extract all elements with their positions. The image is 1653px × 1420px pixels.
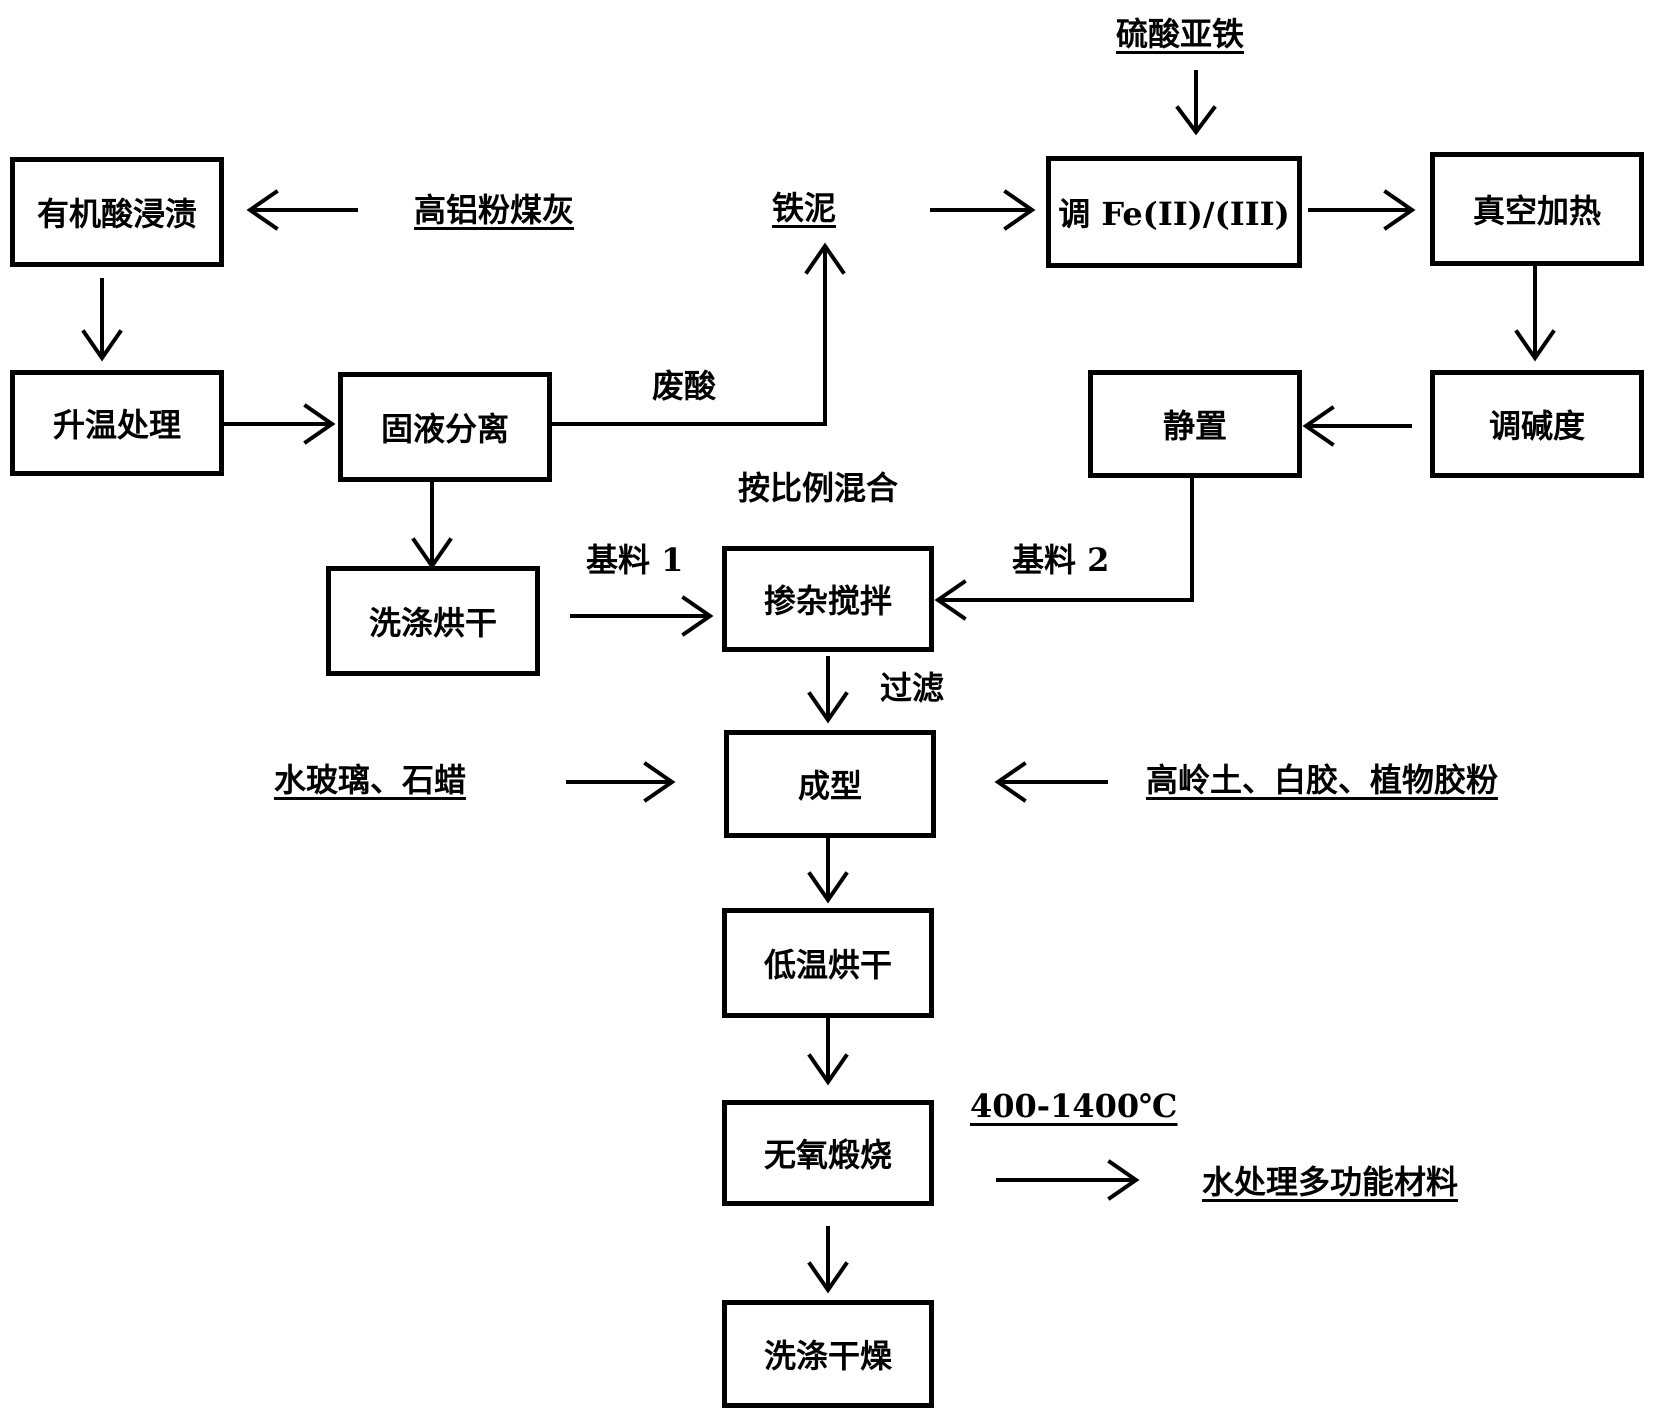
label-water-glass-paraffin: 水玻璃、石蜡 — [274, 761, 467, 799]
label-kaolin-glue: 高岭土、白胶、植物胶粉 — [1146, 761, 1499, 799]
label-temp-range: 400-1400℃ — [970, 1087, 1178, 1125]
label-mix-ratio: 按比例混合 — [738, 469, 899, 507]
box-organic-acid-leach: 有机酸浸渍 — [10, 157, 224, 267]
box-heat-treatment: 升温处理 — [10, 370, 224, 476]
box-forming: 成型 — [724, 730, 936, 838]
box-adjust-fe: 调 Fe(II)/(III) — [1046, 156, 1302, 268]
label-iron-sludge: 铁泥 — [772, 189, 837, 227]
label-high-al-fly-ash: 高铝粉煤灰 — [414, 191, 575, 229]
box-stand: 静置 — [1088, 370, 1302, 478]
box-low-temp-dry: 低温烘干 — [722, 908, 934, 1018]
box-adjust-alkalinity: 调碱度 — [1430, 370, 1644, 478]
arrow-separation-to-sludge — [549, 246, 827, 426]
label-product: 水处理多功能材料 — [1202, 1163, 1459, 1201]
box-wash-dry-final: 洗涤干燥 — [722, 1300, 934, 1408]
label-ferrous-sulfate: 硫酸亚铁 — [1116, 15, 1245, 53]
box-solid-liquid-separation: 固液分离 — [338, 372, 552, 482]
label-base-1: 基料 1 — [586, 541, 684, 579]
label-waste-acid: 废酸 — [652, 367, 717, 405]
box-wash-dry: 洗涤烘干 — [326, 566, 540, 676]
arrow-stand-to-doping — [938, 476, 1194, 602]
label-base-2: 基料 2 — [1012, 541, 1110, 579]
label-filter: 过滤 — [880, 669, 945, 707]
box-doping-stir: 掺杂搅拌 — [722, 546, 934, 652]
box-anaerobic-calcination: 无氧煅烧 — [722, 1100, 934, 1206]
box-vacuum-heat: 真空加热 — [1430, 152, 1644, 266]
